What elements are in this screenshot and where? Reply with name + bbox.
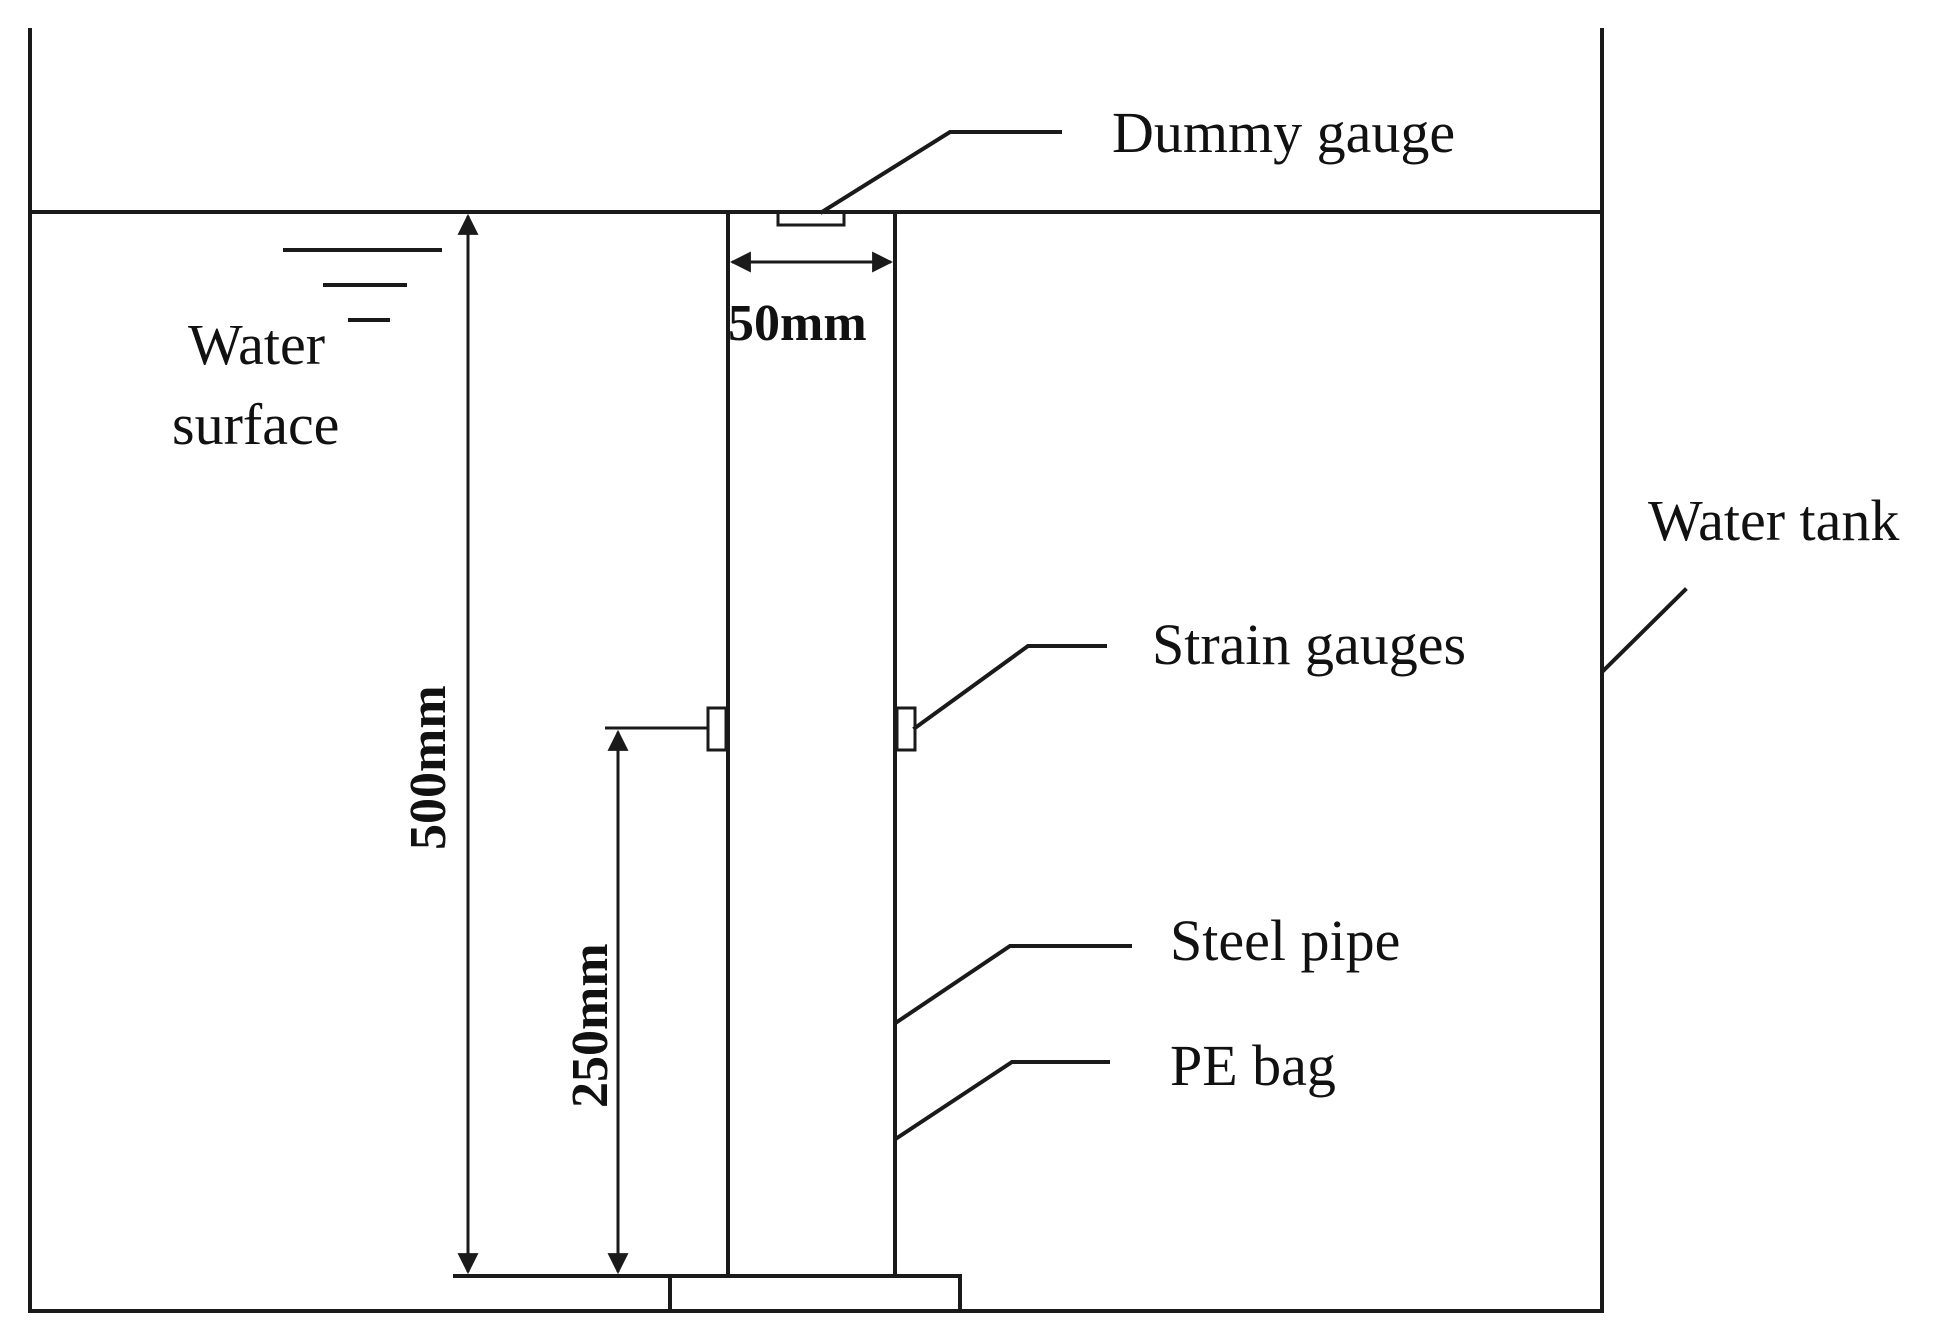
steel-pipe-label: Steel pipe <box>1170 908 1400 973</box>
strain-gauges-label: Strain gauges <box>1152 612 1466 677</box>
water-depth-dimension-label: 500mm <box>400 685 457 850</box>
water-surface-label-line1: Water <box>188 312 325 377</box>
steel-pipe-leader <box>894 944 1132 1025</box>
base-support <box>668 1274 962 1313</box>
strain-gauge-left <box>706 706 728 752</box>
dummy-gauge-leader <box>819 130 1062 215</box>
dummy-gauge-label: Dummy gauge <box>1112 100 1455 165</box>
strain-gauges-leader <box>912 644 1107 731</box>
dummy-gauge-mark <box>776 210 846 227</box>
water-surface-label-line2: surface <box>172 392 339 457</box>
pe-bag-label: PE bag <box>1170 1033 1336 1098</box>
gauge-height-dimension-label: 250mm <box>562 943 619 1108</box>
water-tank-leader <box>1601 587 1688 673</box>
pipe-width-dimension-label: 50mm <box>728 295 867 352</box>
pe-bag-leader <box>894 1060 1110 1141</box>
strain-gauge-right <box>895 706 917 752</box>
water-tank-label: Water tank <box>1648 488 1899 553</box>
